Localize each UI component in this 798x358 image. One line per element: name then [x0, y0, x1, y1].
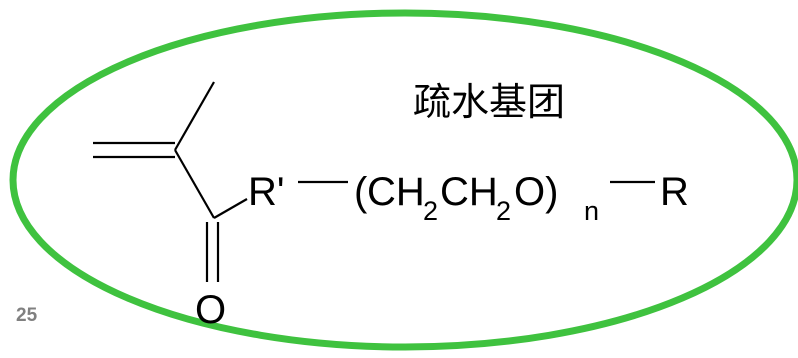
alpha-carbon-to-carbonyl-bond: [174, 149, 215, 219]
carbonyl-to-r-prime-bond: [213, 198, 248, 219]
r-prime-label: R': [248, 170, 285, 214]
carbonyl-oxygen-label: O: [195, 288, 226, 332]
r-terminal-label: R: [660, 170, 689, 214]
ch-group-1-label: CH: [367, 170, 425, 214]
oxygen-close-paren-label: O): [514, 170, 558, 214]
methyl-bond-line: [174, 81, 215, 151]
subscript-2-first: 2: [423, 196, 438, 226]
ch-group-2-label: CH: [440, 170, 498, 214]
open-paren-label: (: [354, 170, 368, 214]
repeat-unit-n-label: n: [584, 196, 599, 226]
hydrophobic-group-label: 疏水基团: [413, 80, 565, 124]
hydrophobic-region-ellipse: [9, 9, 798, 351]
page-number: 25: [16, 305, 38, 326]
subscript-2-second: 2: [496, 196, 511, 226]
